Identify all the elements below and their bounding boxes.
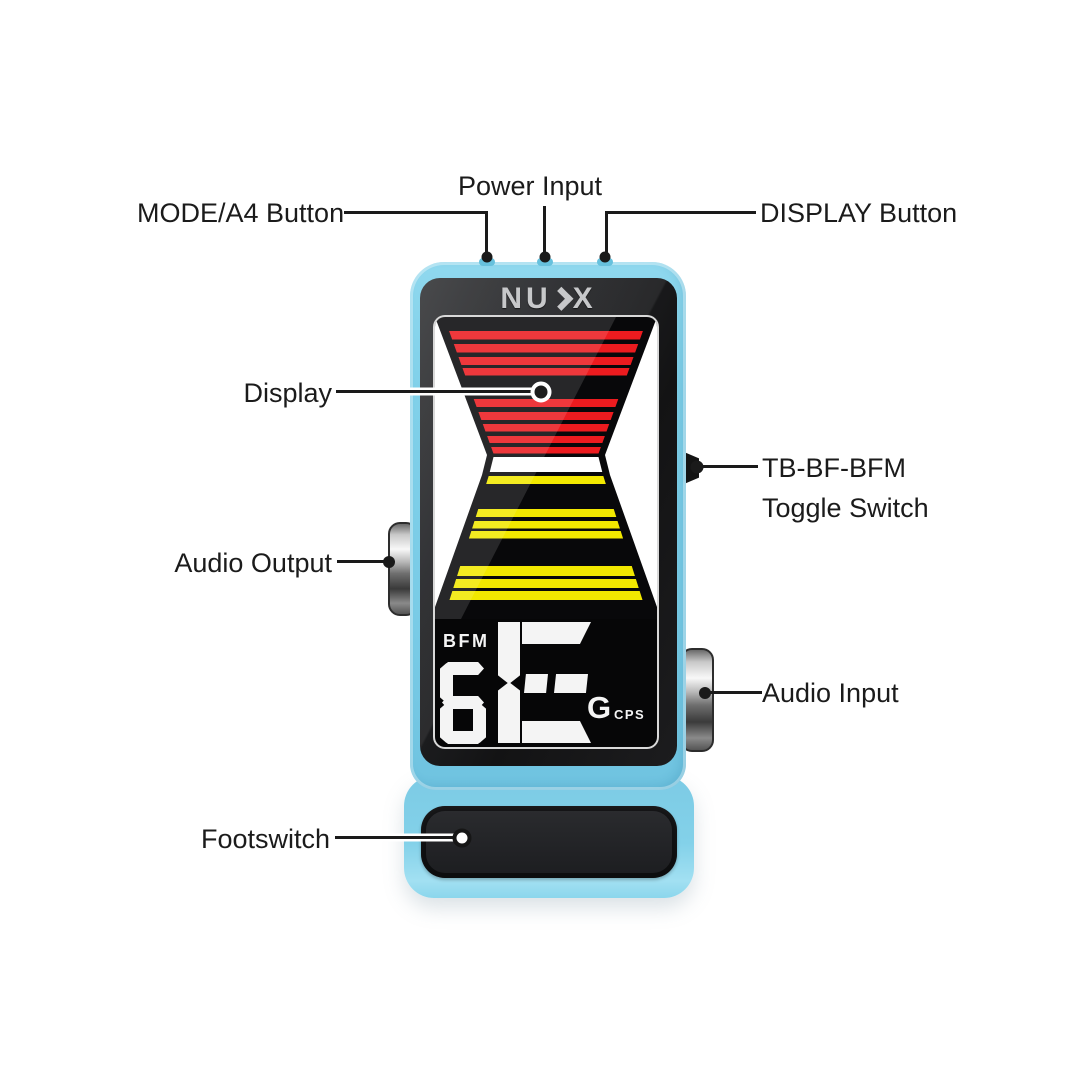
callout-dot-mode-a4 xyxy=(481,251,493,263)
callout-line-footswitch xyxy=(335,836,462,839)
callout-label-display-button: DISPLAY Button xyxy=(760,198,958,228)
callout-label-toggle-switch-line1: TB-BF-BFM xyxy=(762,453,906,483)
callout-dot-footswitch xyxy=(452,828,472,848)
callout-line-mode-a4 xyxy=(344,211,487,214)
callout-label-mode-a4-button: MODE/A4 Button xyxy=(137,198,345,228)
callout-line-mode-a4-drop xyxy=(485,211,488,256)
callout-line-display xyxy=(336,390,541,393)
callout-label-audio-output: Audio Output xyxy=(174,548,332,578)
tuner-display: BFM G CPS xyxy=(435,317,657,747)
callout-dot-audio-input xyxy=(699,687,711,699)
brand-logo-left: NU xyxy=(500,282,552,315)
display-note-readout xyxy=(440,620,594,744)
callout-line-display-button xyxy=(605,211,756,214)
callout-label-toggle-switch-line2: Toggle Switch xyxy=(762,493,929,523)
brand-logo-right: X xyxy=(572,282,597,315)
callout-label-audio-input: Audio Input xyxy=(762,678,899,708)
callout-label-display: Display xyxy=(243,378,332,408)
callout-dot-power-input xyxy=(539,251,551,263)
callout-dot-display xyxy=(530,381,552,403)
segment-digit-6 xyxy=(440,662,486,744)
callout-line-toggle-switch xyxy=(698,465,758,468)
chevron-icon xyxy=(549,286,574,311)
brand-logo: NU X xyxy=(420,282,677,316)
callout-line-display-button-drop xyxy=(605,211,608,256)
callout-dot-display-button xyxy=(599,251,611,263)
strobe-display-graphic xyxy=(435,317,657,619)
segment-letter-E xyxy=(498,622,591,743)
callout-label-footswitch: Footswitch xyxy=(200,824,330,854)
callout-label-power-input: Power Input xyxy=(457,171,603,201)
callout-dot-audio-output xyxy=(383,556,395,568)
display-mode-indicator: BFM xyxy=(443,631,490,651)
callout-line-audio-input xyxy=(706,691,762,694)
display-unit-label: CPS xyxy=(614,707,646,722)
callout-line-audio-output xyxy=(337,560,389,563)
callout-dot-toggle-switch xyxy=(690,460,704,474)
callout-line-power-input xyxy=(543,206,546,256)
display-note-letter: G xyxy=(587,690,612,725)
faceplate: NU X xyxy=(420,278,677,766)
